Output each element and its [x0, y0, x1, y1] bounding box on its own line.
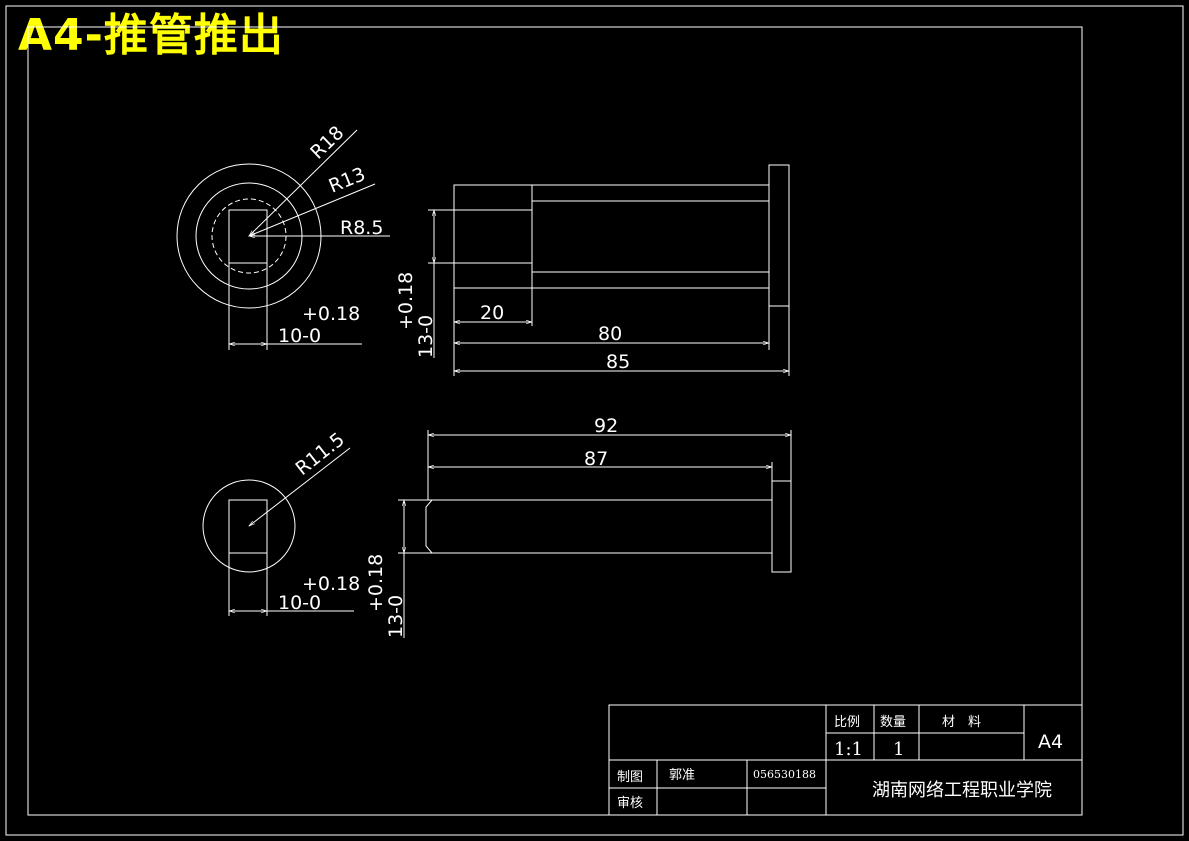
- part1-width-tolerance: +0.18: [302, 303, 360, 325]
- part2-height-label: 13-0: [385, 595, 407, 638]
- part2-leader-r11-5: [249, 447, 351, 526]
- part1-side-view: [428, 164, 790, 376]
- part1-radius-label-r13: R13: [326, 163, 369, 197]
- title-block-student-id: 056530188: [753, 768, 816, 781]
- title-block-drawn-label: 制图: [617, 770, 643, 785]
- title-block-scale-header: 比例: [834, 715, 860, 730]
- part1-width-label: 10-0: [278, 325, 321, 347]
- title-block-drawn-name: 郭准: [669, 767, 695, 783]
- part1-body-outline: [453, 184, 770, 289]
- title-block-sheet-size: A4: [1038, 731, 1063, 753]
- title-block-quantity-header: 数量: [880, 715, 906, 730]
- part2-length-label-92: 92: [594, 415, 618, 437]
- part2-side-view: [398, 430, 791, 638]
- part2-head-flange: [771, 480, 792, 573]
- part1-height-tolerance: +0.18: [395, 272, 417, 330]
- part1-front-view: [176, 129, 390, 350]
- inner-border: [27, 26, 1083, 816]
- part2-length-label-87: 87: [584, 448, 608, 470]
- part2-square-hole: [228, 499, 268, 554]
- drawing-title: A4-推管推出: [18, 10, 284, 61]
- part2-body-outline: [425, 499, 773, 554]
- part1-length-label-20: 20: [480, 302, 504, 324]
- part2-front-view: [202, 447, 354, 616]
- part2-width-tolerance: +0.18: [302, 573, 360, 595]
- part1-leader-r13: [249, 183, 376, 237]
- title-block-scale-value: 1:1: [834, 739, 863, 760]
- outer-border: [5, 5, 1184, 836]
- part1-length-label-80: 80: [598, 323, 622, 345]
- part2-width-label: 10-0: [278, 592, 321, 614]
- part1-head-flange: [768, 164, 790, 307]
- part1-height-label: 13-0: [415, 315, 437, 358]
- title-block-quantity-value: 1: [893, 739, 904, 760]
- title-block-checked-label: 审核: [617, 796, 643, 811]
- part1-leader-r18: [249, 129, 358, 236]
- title-block-material-header: 材 料: [942, 715, 981, 730]
- part2-radius-label: R11.5: [292, 428, 349, 480]
- part1-radius-label-r8-5: R8.5: [340, 217, 383, 239]
- part2-circle-r11-5: [202, 479, 296, 573]
- title-block-institution: 湖南网络工程职业学院: [872, 780, 1052, 801]
- part2-height-tolerance: +0.18: [365, 554, 387, 612]
- part1-length-label-85: 85: [606, 351, 630, 373]
- part1-radius-label-r18: R18: [306, 122, 348, 164]
- title-block: [608, 704, 1083, 816]
